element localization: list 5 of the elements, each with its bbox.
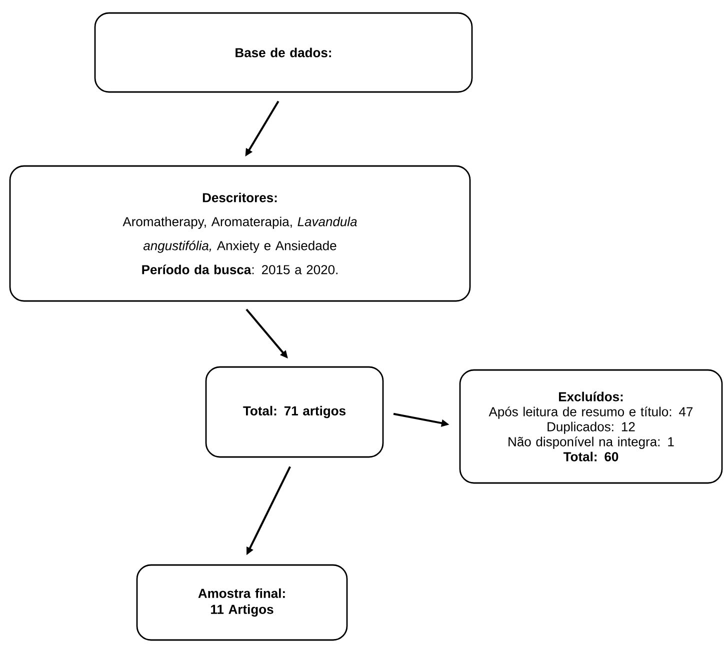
process-box: Excluídos: Após leitura de resumo e título: 47 Duplicados: 12 Não disponível na integra: 1 Total: 60: [459, 369, 723, 484]
process-box: Base de dados:: [94, 12, 473, 93]
process-box: Descritores: Aromatherapy, Aromaterapia, Lavandula angustifólia, Anxiety e Ansiedade Período da busca: 2015 a 2020.: [9, 165, 471, 302]
process-box: Total: 71 artigos: [205, 366, 384, 458]
process-box: Amostra final: 11 Artigos: [136, 564, 348, 641]
